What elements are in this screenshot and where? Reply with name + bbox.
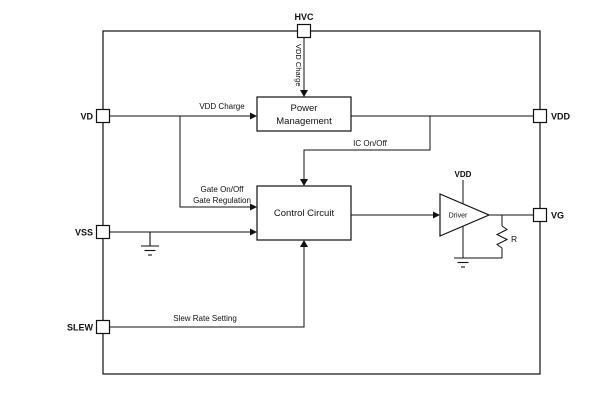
power-management-block: Power Management [256, 96, 352, 132]
wire-gate-regulation [179, 116, 250, 208]
label-gate-regulation: Gate Regulation [193, 196, 251, 205]
pin-slew-pad [95, 319, 111, 335]
pin-vg-label: VG [551, 211, 564, 221]
label-vdd-charge-vertical: VDD Charge [294, 44, 303, 87]
wire-slew-to-control-circuit [110, 247, 305, 328]
pin-vd-pad [95, 108, 111, 124]
driver-triangle [439, 193, 491, 237]
pin-vdd-pad [532, 108, 548, 124]
pin-vss-pad [95, 224, 111, 240]
pin-vdd-label: VDD [551, 112, 571, 122]
pin-slew-label: SLEW [67, 323, 94, 333]
control-circuit-label: Control Circuit [274, 208, 335, 219]
arrowhead-into-control-circuit-vss [250, 228, 257, 236]
label-slew-rate-setting: Slew Rate Setting [173, 314, 237, 323]
arrowhead-into-control-circuit-gate [250, 203, 257, 211]
label-vdd-charge: VDD Charge [199, 102, 245, 111]
ground-symbol-vss [141, 232, 159, 256]
driver-label: Driver [449, 213, 468, 220]
pin-hvc-pad [296, 23, 312, 39]
pin-vdd: VDD [532, 108, 571, 124]
pin-vd: VD [80, 108, 111, 124]
power-management-label-line1: Power [291, 103, 318, 114]
control-circuit-block: Control Circuit [256, 185, 352, 241]
power-management-label-line2: Management [276, 116, 332, 127]
label-ic-on-off: IC On/Off [353, 139, 387, 148]
control-circuit-box [256, 185, 352, 241]
power-management-box [256, 96, 352, 132]
arrowhead-into-power-management-top [300, 90, 308, 97]
pin-vss: VSS [75, 224, 111, 240]
arrowhead-into-control-circuit-top [300, 179, 308, 186]
pin-hvc: HVC [294, 12, 314, 39]
ground-symbol-driver [454, 257, 472, 268]
pin-vd-label: VD [80, 112, 93, 122]
label-gate-on-off: Gate On/Off [201, 185, 245, 194]
driver-amplifier: Driver VDD [439, 170, 491, 237]
arrowhead-into-power-management-left [250, 112, 257, 120]
pin-vg: VG [532, 207, 564, 223]
pin-vg-pad [532, 207, 548, 223]
arrowhead-into-driver [433, 211, 440, 219]
pin-slew: SLEW [67, 319, 111, 335]
resistor-label: R [511, 234, 517, 244]
driver-vdd-label: VDD [455, 170, 472, 179]
wire-ic-on-off [303, 116, 431, 179]
pin-vss-label: VSS [75, 228, 93, 238]
pin-hvc-label: HVC [294, 12, 314, 22]
arrowhead-into-control-circuit-bottom [300, 240, 308, 247]
resistor-symbol [495, 225, 509, 249]
